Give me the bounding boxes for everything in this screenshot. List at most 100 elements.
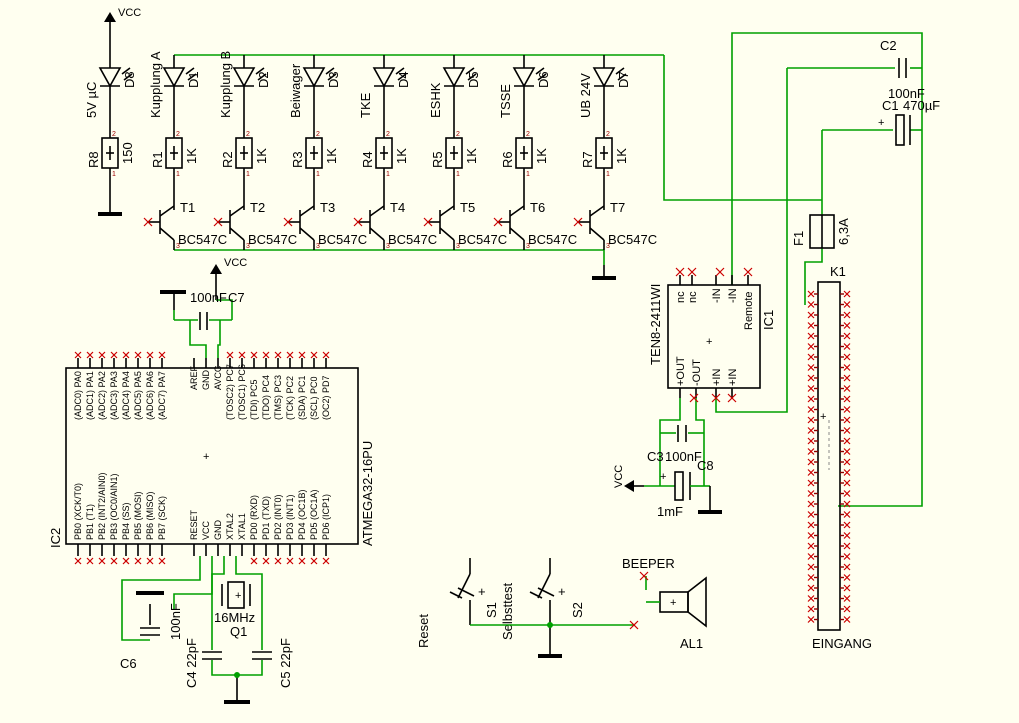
resistor-value-r1: 1K <box>184 148 199 164</box>
ic2-bottom-pin-11: GND <box>213 520 223 541</box>
led-symbol-d5 <box>442 67 466 88</box>
transistor-ref-t7: T7 <box>610 200 625 215</box>
resistor-value-r4: 1K <box>394 148 409 164</box>
led-label-d1: Kupplung A <box>148 51 163 118</box>
ic2-top-pin-2: (ADC1) PA1 <box>85 371 95 420</box>
svg-text:+: + <box>706 336 712 348</box>
ic1-part: TEN8-2411WI <box>648 284 663 365</box>
switch-section: + S1 Selbsttest Reset + S2 BEEPER + AL1 <box>416 556 707 658</box>
c1-ref: C1 <box>882 98 899 113</box>
svg-text:2: 2 <box>386 131 390 138</box>
led-label-d8: 5V µC <box>84 82 99 118</box>
led-label-d4: TKE <box>358 92 373 118</box>
svg-text:3: 3 <box>526 243 530 250</box>
resistor-ref-r7: R7 <box>580 151 595 168</box>
ic2-bottom-pin-12: XTAL2 <box>225 513 235 540</box>
k1-ref: K1 <box>830 264 846 279</box>
ic2-top-pin-7: (ADC6) PA6 <box>145 371 155 420</box>
ic2-top-pin-6: (ADC5) PA5 <box>133 371 143 420</box>
ic1-pin-bottom-3: +IN <box>711 369 723 386</box>
svg-text:3: 3 <box>386 243 390 250</box>
ic2-bottom-pin-15: PD1 (TXD) <box>261 496 271 540</box>
led-ref-d8: D8 <box>122 71 137 88</box>
ic2-bottom-pin-13: XTAL1 <box>237 513 247 540</box>
ic2-bottom-pin-16: PD2 (INT0) <box>273 494 283 540</box>
resistor-value-r5: 1K <box>464 148 479 164</box>
vcc-label-c8: VCC <box>613 465 625 488</box>
led-label-d3: Beiwager <box>288 63 303 118</box>
transistor-type-t1: BC547C <box>178 232 227 247</box>
q1-value: 16MHz <box>214 610 255 625</box>
svg-text:1: 1 <box>456 171 460 178</box>
led-symbol-d3 <box>302 67 326 88</box>
ic2-top-pin-19: (SCL) PC0 <box>309 376 319 420</box>
unconnected-markers <box>629 393 721 630</box>
svg-text:2: 2 <box>246 131 250 138</box>
ic2-bottom-pin-20: PD6 (ICP1) <box>321 494 331 540</box>
led-label-d5: ESHK <box>428 82 443 118</box>
ic1-pin-top-2: nc <box>687 291 699 303</box>
led-label-d6: TSSE <box>498 84 513 118</box>
mcu-section: VCC 100nF C7 IC2 ATMEGA32-16PU + (ADC0) … <box>48 257 375 704</box>
led-ref-d7: D7 <box>616 71 631 88</box>
resistor-ref-r8: R8 <box>86 151 101 168</box>
resistor-ref-r1: R1 <box>150 151 165 168</box>
transistor-ref-t1: T1 <box>180 200 195 215</box>
ic2-top-pin-17: (TCK) PC2 <box>285 376 295 420</box>
c2-value: 100nF <box>888 86 925 101</box>
ic2-bottom-pin-19: PD5 (OC1A) <box>309 489 319 540</box>
ic2-bottom-pin-18: PD4 (OC1B) <box>297 489 307 540</box>
led-symbol-d6 <box>512 67 536 88</box>
vcc-label-top: VCC <box>118 7 141 19</box>
c7-ref: C7 <box>228 290 245 305</box>
resistor-value-r7: 1K <box>614 148 629 164</box>
ic2-top-pin-9: AREF <box>189 365 199 390</box>
ic2-top-pin-14: (TDI) PC5 <box>249 380 259 421</box>
led-ref-d1: D1 <box>186 71 201 88</box>
c2-ref: C2 <box>880 38 897 53</box>
resistor-ref-r3: R3 <box>290 151 305 168</box>
ic2-top-pin-18: (SDA) PC1 <box>297 375 307 420</box>
svg-text:+: + <box>235 590 241 602</box>
svg-text:2: 2 <box>176 131 180 138</box>
f1-value: 6,3A <box>836 218 851 245</box>
resistor-ref-r2: R2 <box>220 151 235 168</box>
connector-k1: K1 + EINGANG <box>807 264 872 651</box>
transistor-type-t5: BC547C <box>458 232 507 247</box>
s1-label: Selbsttest <box>500 583 515 640</box>
led-ref-d6: D6 <box>536 71 551 88</box>
resistor-value-r8: 150 <box>120 142 135 164</box>
svg-text:1: 1 <box>526 171 530 178</box>
f1-ref: F1 <box>791 231 806 246</box>
svg-text:2: 2 <box>456 131 460 138</box>
ic2-top-pin-8: (ADC7) PA7 <box>157 371 167 420</box>
ic2-top-pin-4: (ADC3) PA3 <box>109 371 119 420</box>
ic1-pin-bottom-2: -OUT <box>691 359 703 386</box>
led-driver-section: VCC D8 5V µC R8 150 2 1 D1 Kupplung A R1 1K 2 1T1BC… <box>84 7 664 280</box>
ic2-body <box>65 367 359 545</box>
svg-text:+: + <box>670 597 676 609</box>
ic1-body <box>667 284 761 389</box>
ic1-pin-top-4: -IN <box>727 288 739 303</box>
svg-text:+: + <box>820 411 826 423</box>
transistor-ref-t6: T6 <box>530 200 545 215</box>
beeper-ref: AL1 <box>680 636 703 651</box>
resistor-value-r3: 1K <box>324 148 339 164</box>
c8-ref: C8 <box>697 458 714 473</box>
ic2-top-pin-11: AVCC <box>213 365 223 390</box>
svg-text:+: + <box>478 584 486 599</box>
resistor-ref-r6: R6 <box>500 151 515 168</box>
ic1-pin-top-1: nc <box>675 291 687 303</box>
ic2-bottom-pin-14: PD0 (RXD) <box>249 495 259 540</box>
ic2-bottom-pin-3: PB2 (INT2/AIN0) <box>97 472 107 540</box>
ic2-bottom-pin-7: PB6 (MISO) <box>145 491 155 540</box>
led-symbol-d2 <box>232 67 256 88</box>
c6-value: 100nF <box>168 603 183 640</box>
